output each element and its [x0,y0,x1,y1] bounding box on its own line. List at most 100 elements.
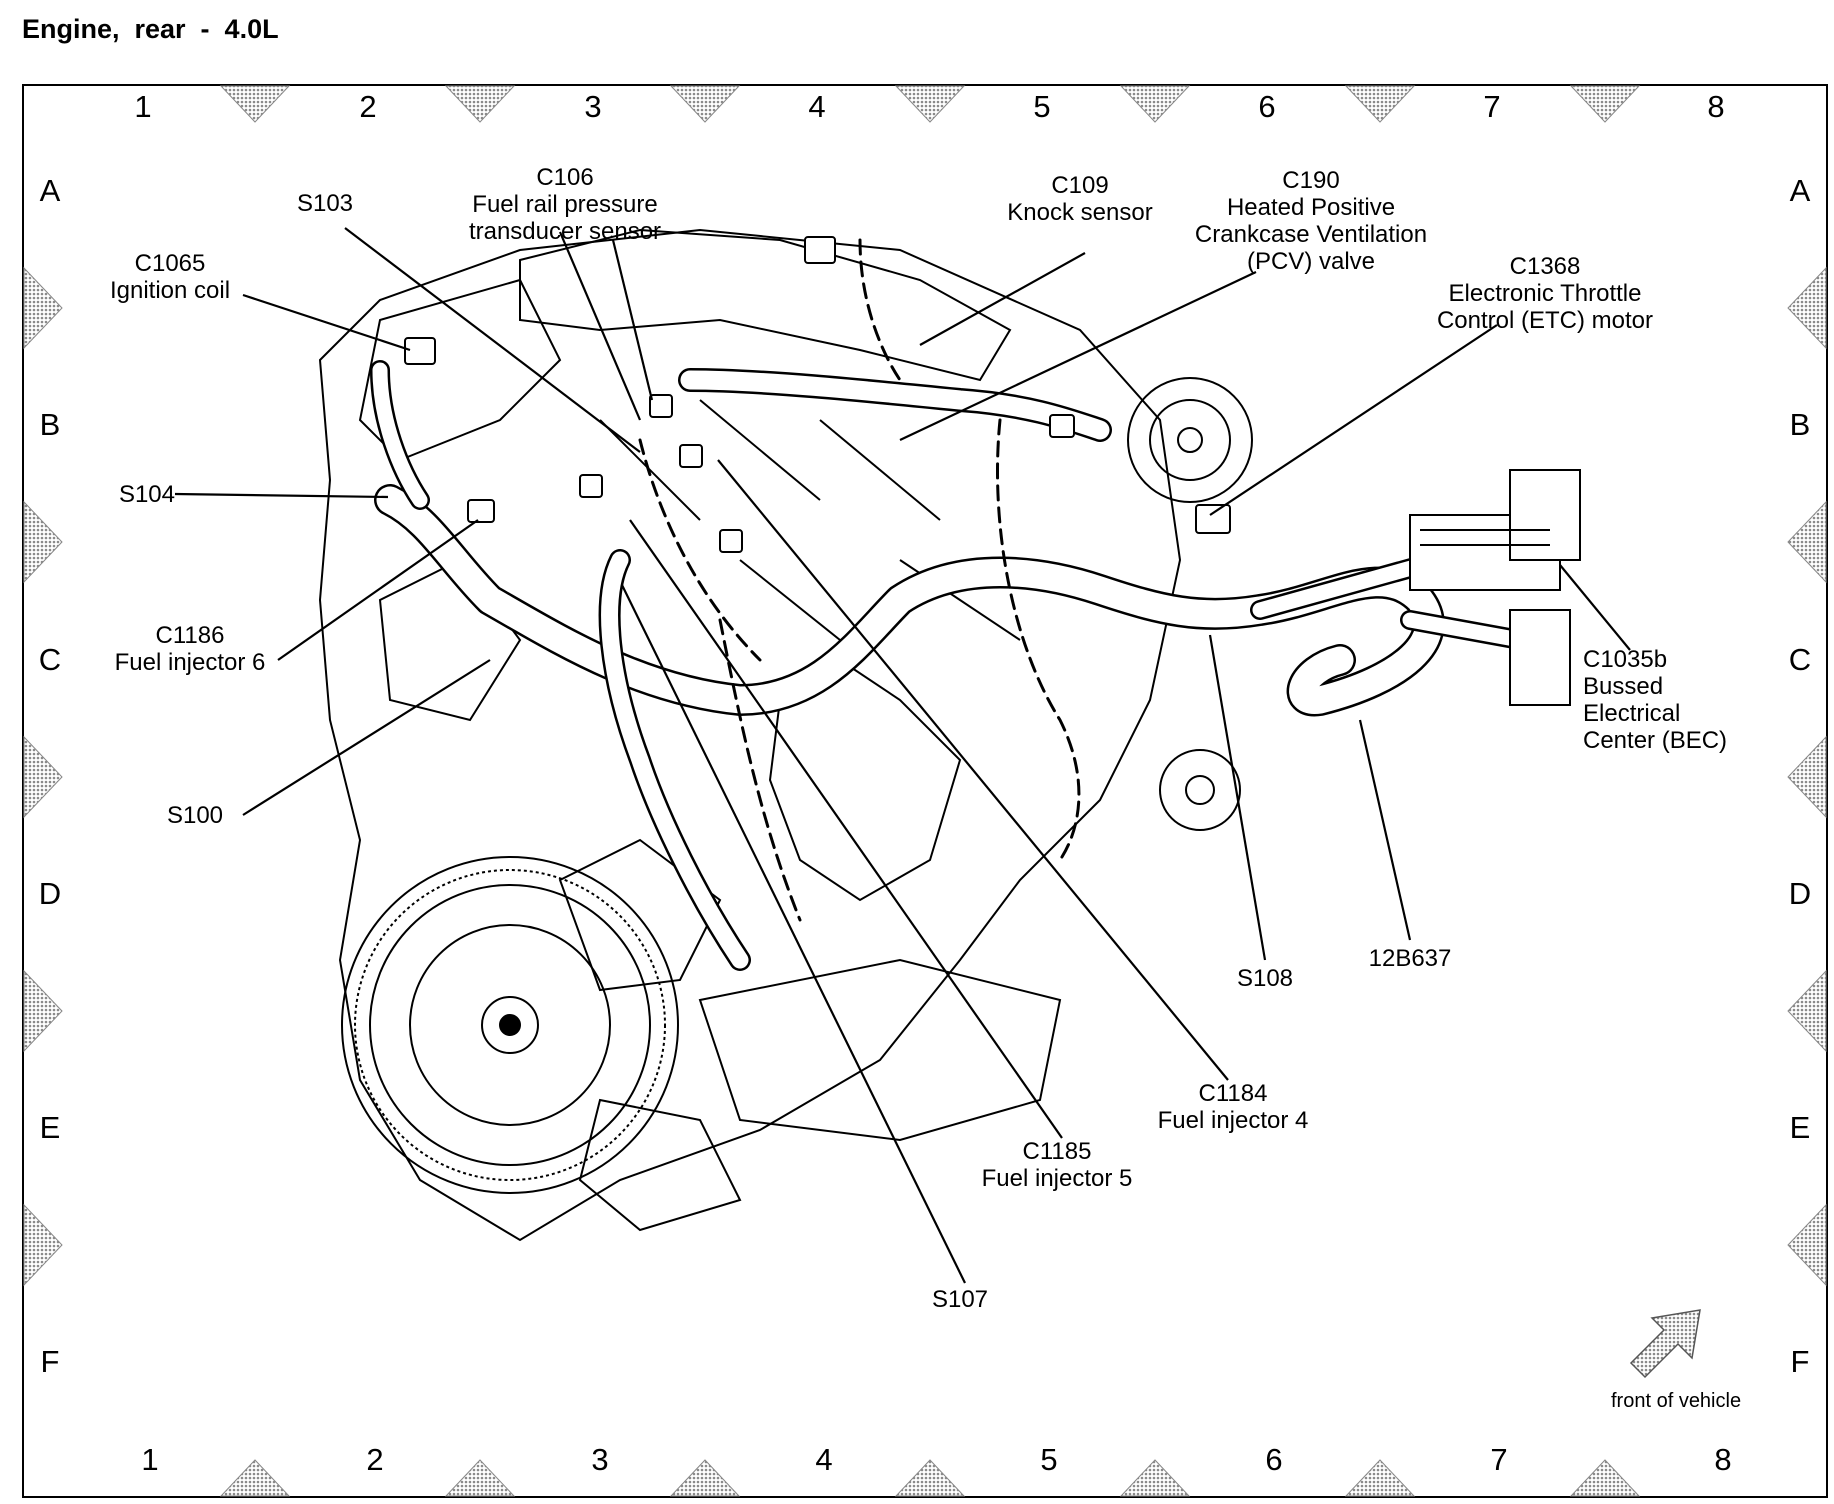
flywheel [341,856,679,1194]
engine-block [318,228,1182,1242]
grid-marker-left-1 [23,266,63,350]
grid-marker-bottom-2 [444,1459,516,1497]
grid-marker-top-4 [894,85,966,123]
leader-c106-b [558,231,642,421]
grid-marker-top-6 [1344,85,1416,123]
callout-s107: S107 [931,1286,989,1313]
leader-s104 [174,492,389,499]
intake-manifold [519,228,1012,382]
grid-row-right-B: B [1789,407,1811,442]
grid-marker-left-4 [23,969,63,1053]
grid-row-right-A: A [1789,173,1811,208]
grid-row-right-E: E [1789,1110,1811,1145]
grid-marker-bottom-4 [894,1459,966,1497]
grid-marker-right-5 [1787,1203,1827,1287]
crank-pulley [1159,749,1241,831]
grid-marker-right-3 [1787,735,1827,819]
callout-12b637: 12B637 [1368,945,1452,972]
grid-marker-left-5 [23,1203,63,1287]
grid-marker-left-2 [23,500,63,584]
grid-marker-top-5 [1119,85,1191,123]
grid-marker-top-7 [1569,85,1641,123]
grid-marker-bottom-3 [669,1459,741,1497]
grid-row-right-D: D [1788,876,1812,911]
grid-column-top-2: 2 [359,89,377,124]
alternator [1127,377,1253,503]
grid-column-bottom-6: 6 [1265,1442,1283,1477]
leader-c1186 [277,519,479,661]
grid-column-bottom-2: 2 [366,1442,384,1477]
grid-column-top-4: 4 [808,89,826,124]
grid-marker-top-2 [444,85,516,123]
grid-column-top-3: 3 [584,89,602,124]
exhaust-manifold [768,658,962,902]
leader-c1185 [629,519,1063,1139]
callout-s108: S108 [1236,965,1294,992]
leader-12b637 [1358,719,1412,941]
grid-row-left-E: E [39,1110,61,1145]
leader-c106-a [611,239,654,401]
leader-s103 [344,227,641,453]
leader-s108 [1208,634,1267,961]
left-cylinder-head [358,278,562,462]
grid-row-left-D: D [38,876,62,911]
grid-marker-bottom-5 [1119,1459,1191,1497]
oil-pan [698,958,1062,1142]
grid-column-bottom-5: 5 [1040,1442,1058,1477]
grid-column-top-7: 7 [1483,89,1501,124]
grid-marker-left-3 [23,735,63,819]
grid-column-top-6: 6 [1258,89,1276,124]
grid-column-bottom-1: 1 [141,1442,159,1477]
grid-marker-bottom-1 [219,1459,291,1497]
grid-row-right-C: C [1788,642,1812,677]
grid-row-left-C: C [38,642,62,677]
grid-column-bottom-3: 3 [591,1442,609,1477]
grid-column-top-5: 5 [1033,89,1051,124]
leader-c1065 [242,293,411,352]
leader-c190 [899,271,1257,441]
grid-marker-top-3 [669,85,741,123]
leader-lines [174,227,1631,1284]
page-title: Engine, rear - 4.0L [22,14,279,44]
callout-s104: S104 [118,481,175,508]
grid-column-top-8: 8 [1707,89,1725,124]
grid-column-bottom-7: 7 [1490,1442,1508,1477]
leader-c1184 [717,459,1229,1081]
wiring-harness [370,238,1530,971]
grid-row-left-F: F [40,1344,60,1379]
connectors [404,236,1231,553]
leader-s107 [621,584,966,1284]
grid-marker-bottom-7 [1569,1459,1641,1497]
grid-column-top-1: 1 [134,89,152,124]
grid-row-left-B: B [39,407,61,442]
engine-illustration [318,228,1253,1242]
callout-s103: S103 [296,190,354,217]
grid-markers [23,85,1827,1497]
grid-marker-top-1 [219,85,291,123]
leader-c1035b [1559,564,1631,651]
leader-c1368 [1209,324,1498,516]
front-of-vehicle-arrow [1629,1309,1701,1379]
callout-s100: S100 [166,802,224,829]
grid-column-bottom-4: 4 [815,1442,833,1477]
front-of-vehicle-label: front of vehicle [1611,1390,1742,1412]
bec-block [1409,469,1581,706]
grid-column-bottom-8: 8 [1714,1442,1732,1477]
grid-marker-right-2 [1787,500,1827,584]
grid-row-left-A: A [39,173,61,208]
leader-c109 [919,252,1086,346]
grid-marker-right-4 [1787,969,1827,1053]
grid-row-right-F: F [1790,1344,1810,1379]
grid-marker-right-1 [1787,266,1827,350]
diagram-frame [22,84,1828,1498]
